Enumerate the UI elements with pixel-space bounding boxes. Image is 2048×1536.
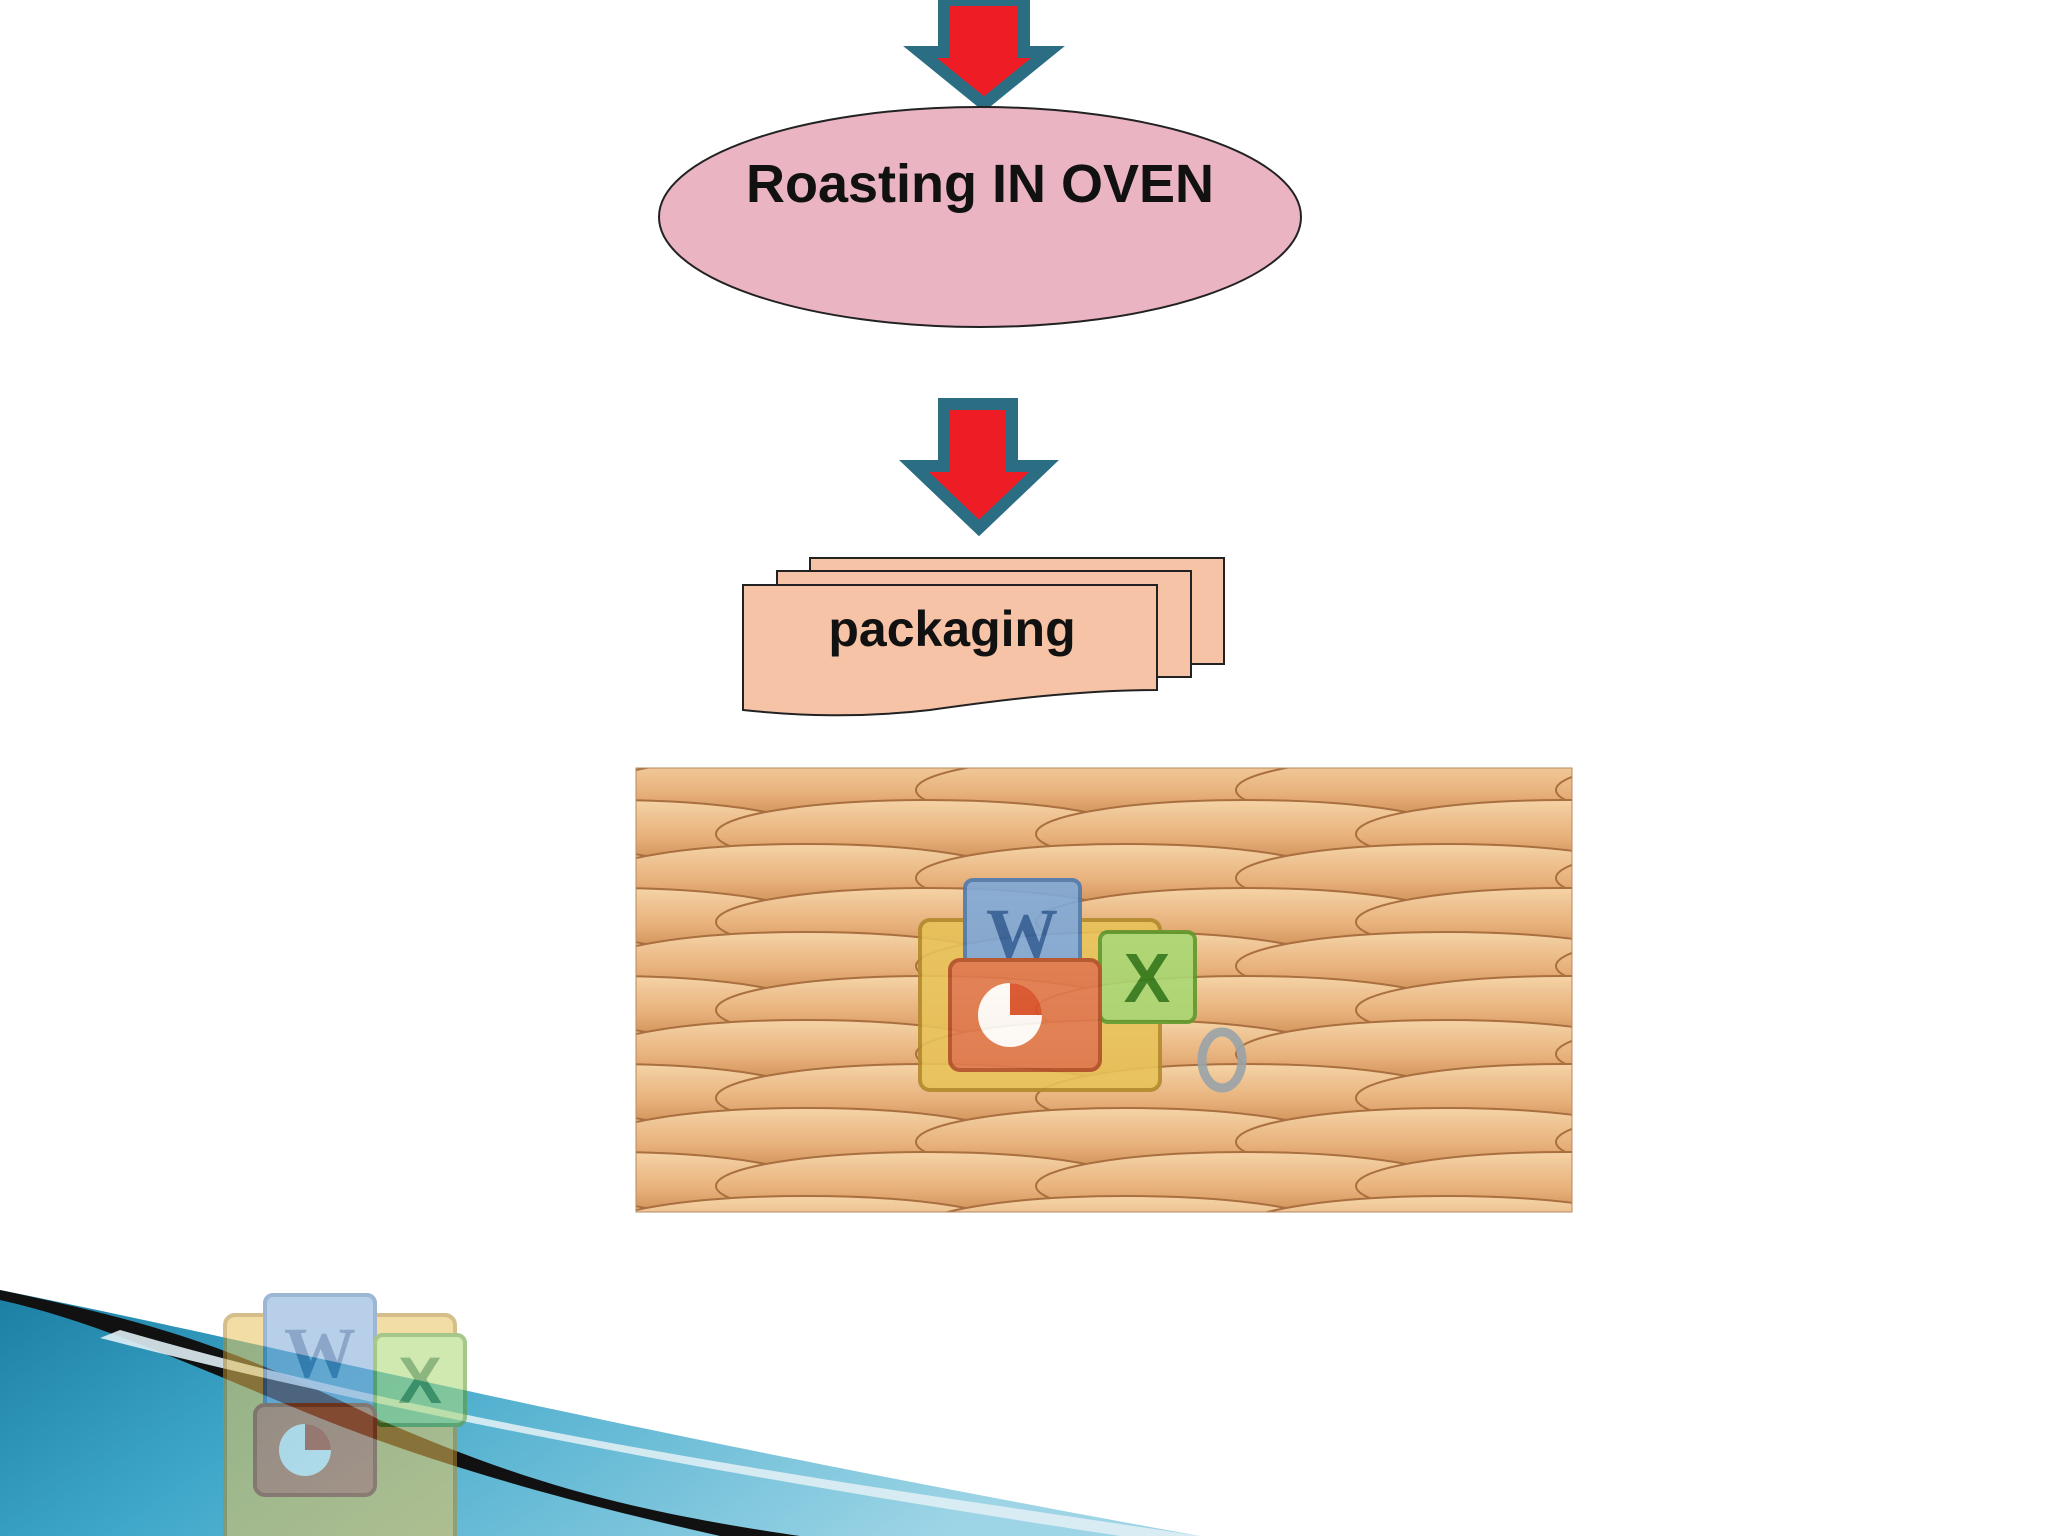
biscuit xyxy=(636,1029,697,1079)
biscuit xyxy=(1264,1195,1572,1212)
packaging-step-shape xyxy=(742,557,1225,717)
svg-text:X: X xyxy=(1124,939,1171,1017)
biscuit xyxy=(636,768,697,815)
svg-text:W: W xyxy=(284,1313,356,1393)
biscuit xyxy=(1555,1127,1572,1157)
biscuit xyxy=(1555,1039,1572,1069)
biscuit xyxy=(1555,951,1572,981)
svg-text:X: X xyxy=(398,1343,442,1417)
biscuit xyxy=(1676,976,2048,1044)
corner-swoosh-decoration xyxy=(0,1290,1200,1536)
biscuit xyxy=(944,1195,1308,1212)
biscuit xyxy=(1556,1196,1976,1264)
packaging-step-label: packaging xyxy=(828,601,1076,657)
biscuit xyxy=(636,1205,668,1212)
biscuit xyxy=(636,941,697,991)
biscuit xyxy=(1676,1064,2048,1132)
biscuit xyxy=(1555,863,1572,893)
biscuit xyxy=(636,1117,697,1167)
roasting-step-shape xyxy=(658,106,1302,328)
down-arrow-1 xyxy=(903,0,1065,112)
biscuit xyxy=(636,853,697,903)
roasting-step-label: Roasting IN OVEN xyxy=(745,154,1215,214)
biscuit xyxy=(1555,775,1572,805)
biscuit xyxy=(636,1195,988,1212)
office-folder-icon: W X xyxy=(918,878,1247,1093)
office-folder-icon-corner: W X xyxy=(223,1293,467,1536)
down-arrow-2 xyxy=(899,398,1059,537)
biscuit xyxy=(1676,800,2048,868)
biscuit xyxy=(1676,888,2048,956)
biscuit xyxy=(1676,1152,2048,1220)
